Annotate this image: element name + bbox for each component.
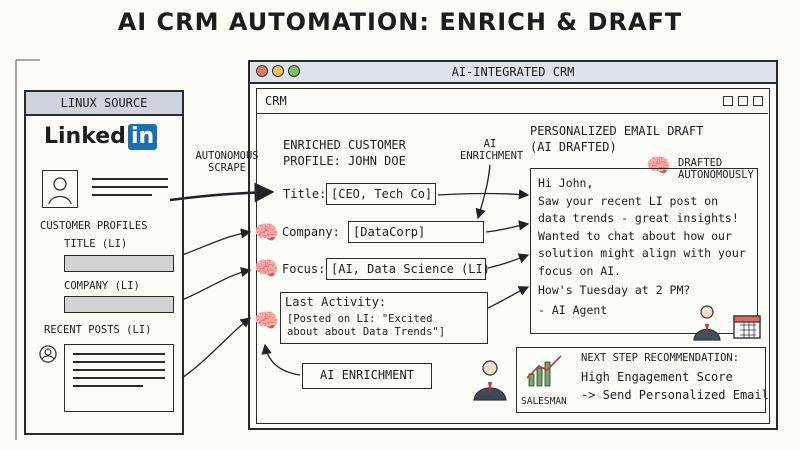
crm-toolbar: CRM	[257, 89, 768, 114]
ai-enrichment-label: AI ENRICHMENT	[460, 138, 524, 162]
posts-arrow	[181, 317, 252, 379]
window-restore-icon[interactable]	[738, 96, 748, 106]
salesman-icon	[693, 305, 721, 341]
brain-icon: 🧠	[254, 220, 279, 244]
maximize-window-icon[interactable]	[288, 65, 300, 77]
email-line: focus on AI.	[538, 263, 622, 278]
focus-to-email-arrow	[487, 253, 530, 269]
enrich-down-arrow	[475, 164, 491, 220]
email-line: Saw your recent LI post on	[538, 193, 719, 208]
recent-posts-box	[64, 344, 174, 412]
crm-toolbar-label: CRM	[265, 94, 287, 108]
drafted-line2: AUTONOMOUSLY	[678, 169, 754, 181]
recommendation-line1: High Engagement Score	[581, 370, 733, 384]
title-li-field[interactable]	[64, 255, 174, 272]
user-circle-icon	[39, 345, 57, 363]
profile-summary-lines	[92, 172, 168, 202]
company-label: Company:	[282, 225, 340, 239]
window-minimize-icon[interactable]	[723, 96, 733, 106]
company-value-field[interactable]: [DataCorp]	[348, 221, 484, 243]
window-close-icon[interactable]	[753, 96, 763, 106]
avatar-icon	[48, 177, 72, 205]
crm-app-frame: CRM	[256, 88, 770, 424]
ai-enrichment-label-line2: ENRICHMENT	[460, 150, 524, 162]
title-label: Title:	[283, 187, 327, 201]
last-activity-box[interactable]: Last Activity: [Posted on LI: "Excited a…	[280, 292, 488, 344]
salesman-icon	[473, 360, 507, 401]
next-step-recommendation[interactable]: SALESMAN NEXT STEP RECOMMENDATION: High …	[516, 347, 769, 413]
profile-avatar-card	[42, 170, 78, 208]
ai-enrichment-label-line1: AI	[483, 138, 497, 150]
linkedin-word: Linked	[44, 124, 126, 149]
window-title: AI-INTEGRATED CRM	[451, 65, 575, 79]
focus-arrow	[181, 266, 252, 301]
email-line: solution might align with your	[538, 246, 746, 260]
email-draft-box[interactable]: Hi John, Saw your recent LI post on data t…	[530, 168, 758, 334]
recommendation-line2: -> Send Personalized Email	[581, 388, 769, 402]
email-line: Hi John,	[538, 176, 594, 190]
email-line: - AI Agent	[538, 302, 608, 317]
linkedin-in-badge: in	[127, 124, 158, 150]
enrichment-button-arrow	[261, 343, 301, 376]
focus-value-field[interactable]: [AI, Data Science (LI)	[326, 258, 490, 280]
chart-icon	[526, 355, 562, 387]
last-activity-line1: [Posted on LI: "Excited	[287, 313, 433, 325]
recommendation-heading: NEXT STEP RECOMMENDATION:	[581, 352, 740, 364]
email-line: Wanted to chat about how our	[538, 228, 732, 243]
ai-enrichment-button[interactable]: AI ENRICHMENT	[302, 363, 432, 389]
recent-posts-label: RECENT POSTS (LI)	[44, 324, 152, 336]
company-to-email-arrow	[485, 220, 530, 233]
activity-to-email-arrow	[487, 286, 530, 309]
profile-heading-line1: ENRICHED CUSTOMER	[283, 138, 406, 152]
panel-header: LINUX SOURCE	[26, 92, 182, 116]
window-titlebar: AI-INTEGRATED CRM	[250, 62, 776, 84]
company-li-label: COMPANY (LI)	[64, 280, 140, 292]
email-body: Hi John, Saw your recent LI post on data t…	[538, 175, 746, 319]
profile-heading-line2: PROFILE: JOHN DOE	[283, 154, 406, 168]
drafted-line1: DRAFTED	[678, 157, 723, 169]
email-heading-line2: (AI DRAFTED)	[530, 140, 617, 154]
company-arrow	[181, 228, 252, 256]
crm-window: AI-INTEGRATED CRM CRM	[248, 60, 778, 430]
customer-profiles-label: CUSTOMER PROFILES	[40, 220, 148, 232]
email-line: How's Tuesday at 2 PM?	[538, 283, 691, 297]
drafted-autonomously-label: DRAFTED AUTONOMOUSLY	[678, 157, 754, 181]
close-window-icon[interactable]	[256, 65, 268, 77]
last-activity-line2: about about Data Trends"]	[287, 326, 446, 338]
email-heading-line1: PERSONALIZED EMAIL DRAFT	[530, 124, 704, 138]
minimize-window-icon[interactable]	[272, 65, 284, 77]
brain-icon: 🧠	[254, 308, 279, 332]
title-to-email-arrow	[437, 189, 530, 200]
autonomous-scrape-label: AUTONOMOUS SCRAPE	[195, 150, 259, 174]
title-li-label: TITLE (LI)	[64, 238, 128, 250]
email-line: data trends - great insights!	[538, 211, 739, 225]
calendar-icon	[733, 315, 761, 339]
title-value-field[interactable]: [CEO, Tech Co]	[326, 183, 436, 205]
page-title: AI CRM AUTOMATION: ENRICH & DRAFT	[117, 8, 683, 36]
company-li-field[interactable]	[64, 296, 174, 313]
last-activity-label: Last Activity:	[285, 295, 387, 309]
brain-icon: 🧠	[646, 153, 671, 177]
salesman-label: SALESMAN	[521, 396, 567, 407]
brain-icon: 🧠	[254, 256, 279, 280]
focus-label: Focus:	[282, 262, 326, 276]
